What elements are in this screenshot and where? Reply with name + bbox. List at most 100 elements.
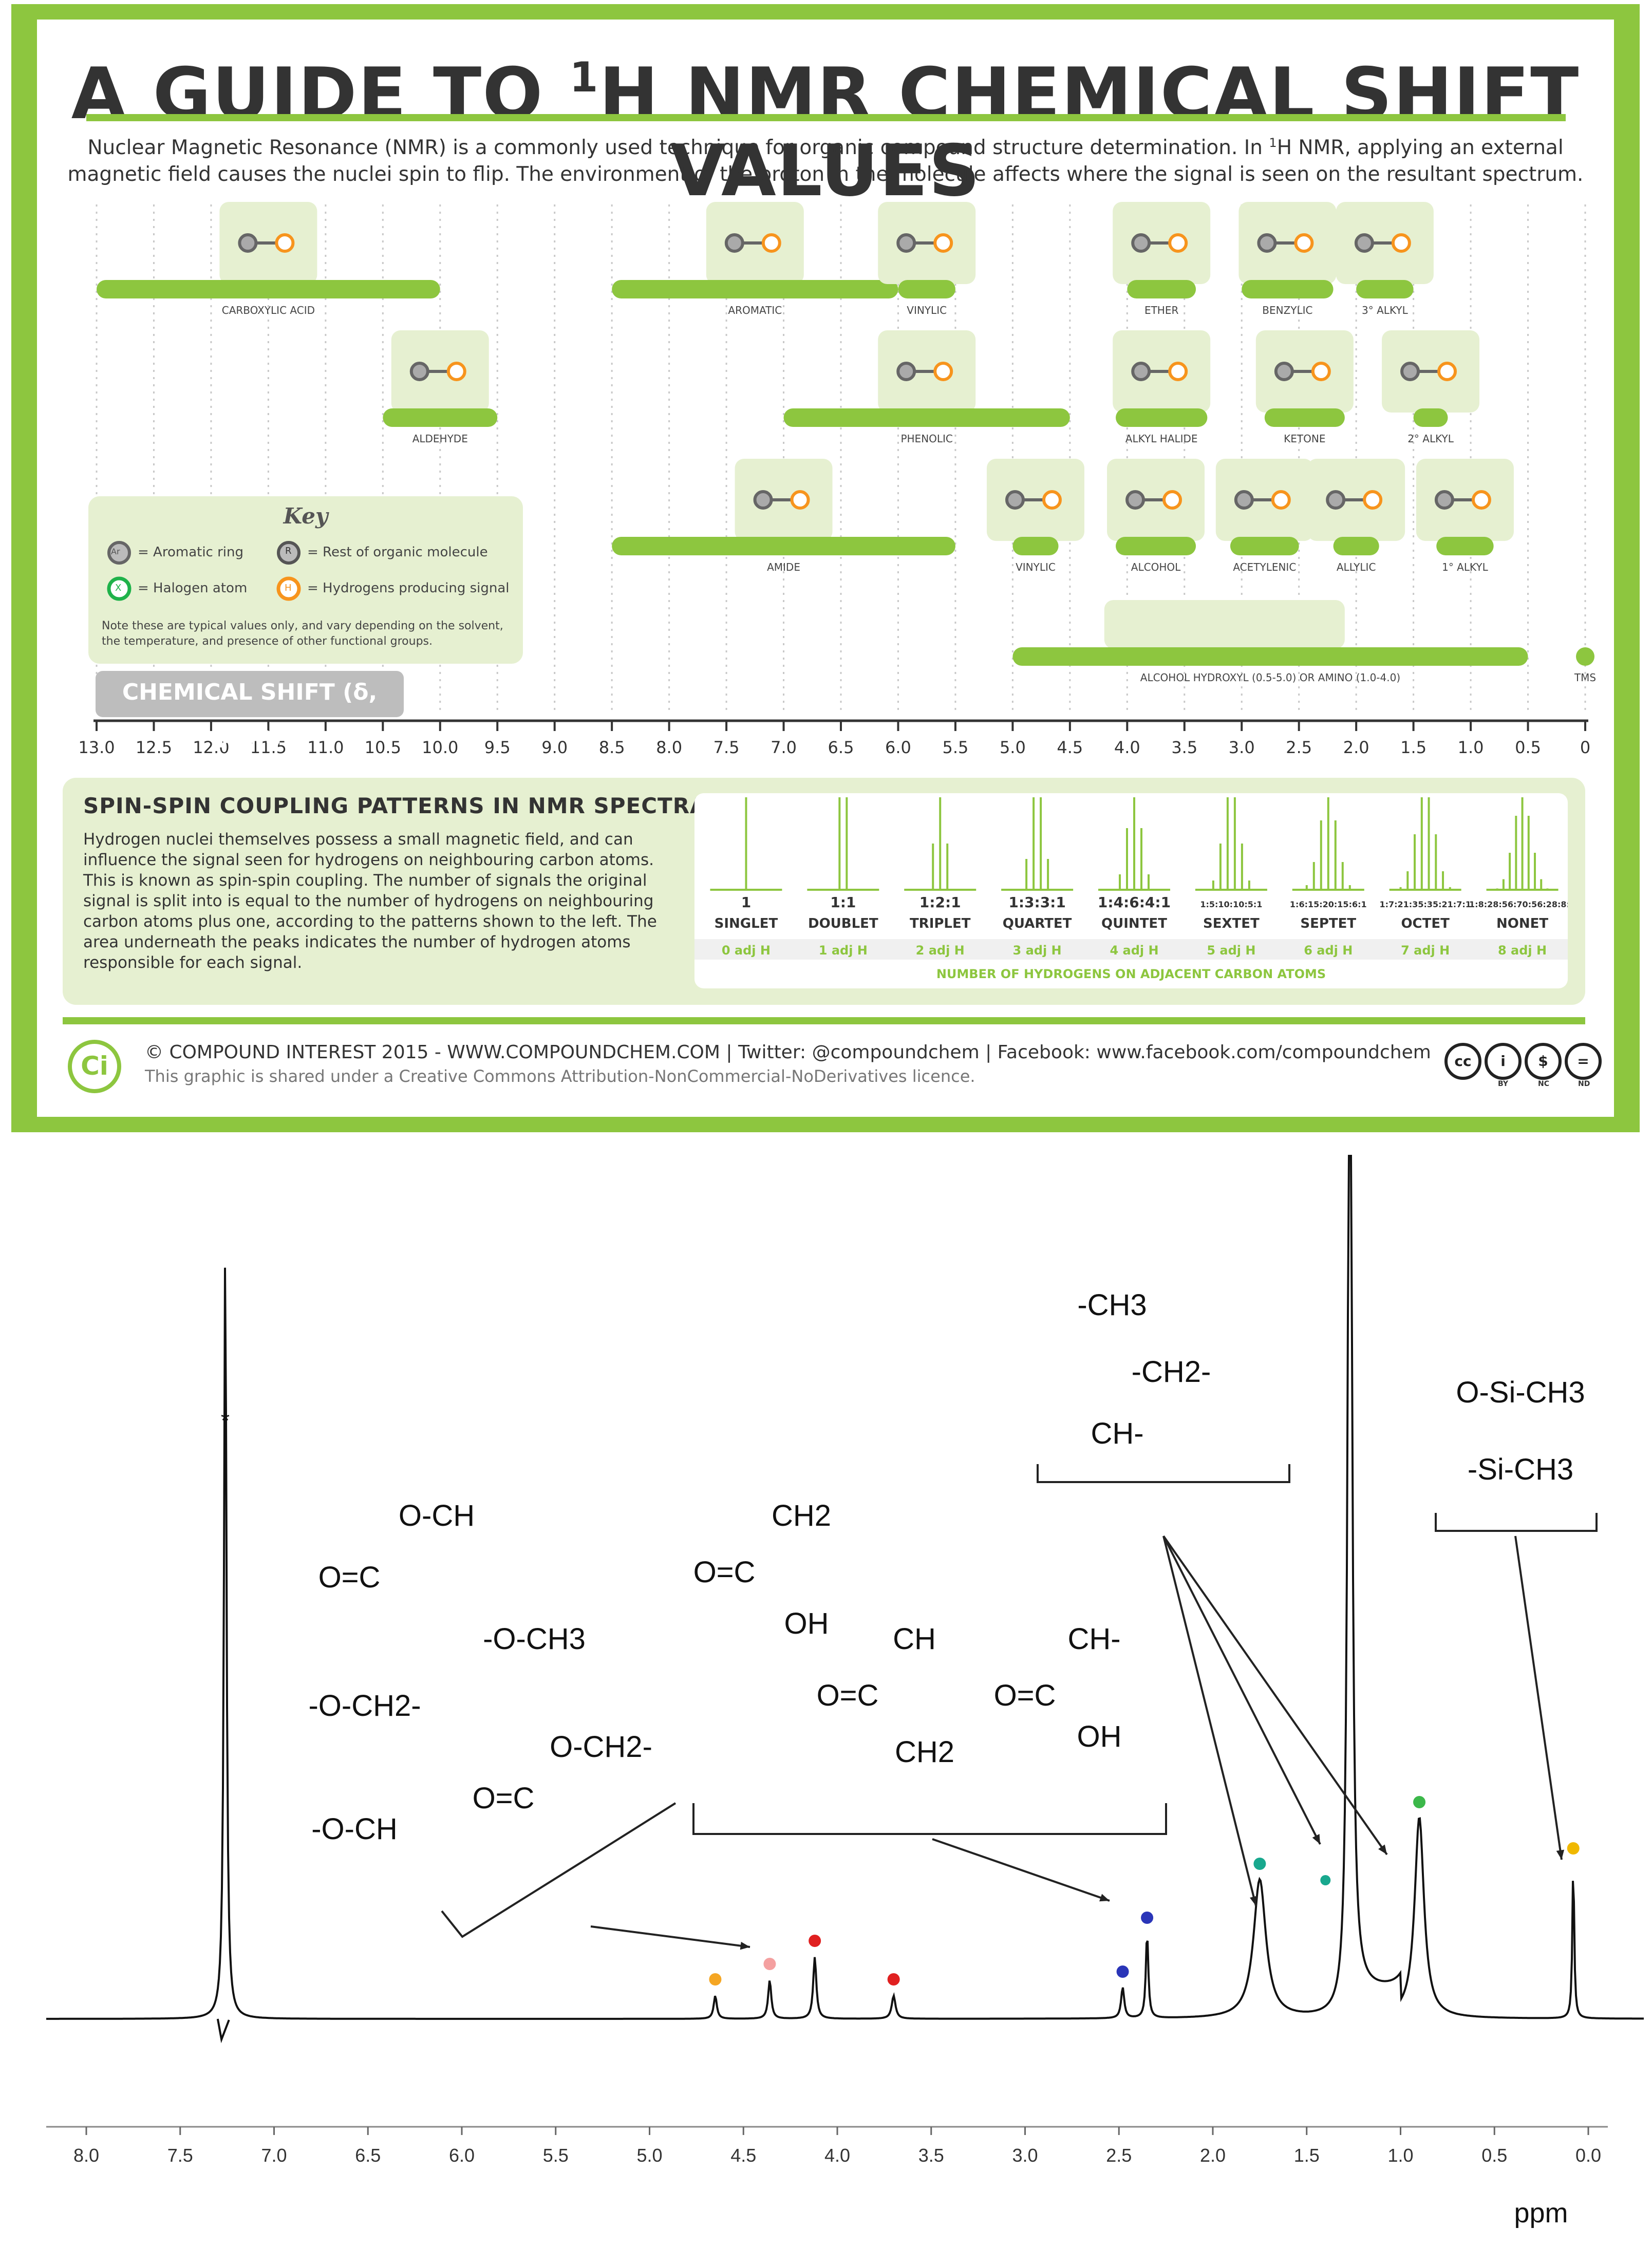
x-tick-label: 4.0	[1114, 738, 1140, 757]
annotation-bracket	[1037, 1464, 1290, 1483]
carbon-atom-icon	[1257, 233, 1277, 253]
title-underline	[86, 114, 1566, 121]
structure-annotation: OH	[1077, 1720, 1122, 1753]
hydrogen-atom-icon	[1294, 233, 1314, 253]
key-hydrogen: = Hydrogens producing signal	[307, 581, 510, 596]
range-bar	[1333, 537, 1379, 555]
structure-annotation: CH	[893, 1622, 936, 1656]
adjacent-h-label: 6 adj H	[1304, 943, 1353, 958]
hydrogen-atom-icon	[761, 233, 781, 253]
range-bar	[1264, 408, 1345, 427]
range-label: AMIDE	[767, 561, 800, 573]
arrow-head	[1378, 1844, 1387, 1855]
ratio-label: 1:3:3:1	[1008, 894, 1066, 911]
carbon-atom-icon	[1400, 362, 1420, 381]
x-tick-label: 7.5	[714, 738, 740, 757]
carbon-atom-icon	[1131, 233, 1151, 253]
range-bar	[1230, 537, 1299, 555]
range-label: BENZYLIC	[1262, 304, 1312, 316]
range-label: ALCOHOL	[1131, 561, 1181, 573]
hydrogen-atom-icon	[1168, 233, 1188, 253]
range-label: VINYLIC	[907, 304, 947, 316]
hydrogen-atom-icon	[446, 362, 466, 381]
structure-annotation: O=C	[318, 1561, 381, 1594]
annotation-arrow	[932, 1838, 1110, 1902]
carbon-atom-icon	[1005, 490, 1025, 510]
x-tick-label: 1.0	[1458, 738, 1484, 757]
rest-of-molecule-icon	[277, 541, 301, 565]
structure-annotation: O=C	[817, 1679, 879, 1712]
aromatic-ring-icon	[107, 541, 131, 565]
peak-marker-dot	[1413, 1796, 1426, 1808]
carbon-atom-icon	[1234, 490, 1254, 510]
adjacent-h-label: 4 adj H	[1110, 943, 1158, 958]
adjacent-h-label: 3 adj H	[1013, 943, 1062, 958]
arrow-head	[1249, 1896, 1258, 1906]
structure-annotation: -O-CH3	[483, 1622, 586, 1656]
arrow-head	[1312, 1834, 1320, 1844]
structure-annotation: -CH2-	[1132, 1355, 1211, 1389]
x-tick-label: 2.5	[1106, 2145, 1132, 2166]
structure-annotation: O-Si-CH3	[1456, 1376, 1585, 1409]
x-tick-label: 11.0	[307, 738, 344, 757]
carbon-atom-icon	[1326, 490, 1346, 510]
structure-annotation: CH2	[895, 1735, 954, 1769]
footer-rule	[63, 1017, 1585, 1024]
annotation-arrow	[1162, 1536, 1321, 1845]
hydrogen-atom-icon	[790, 490, 810, 510]
peak-marker-dot	[763, 1958, 776, 1970]
range-bar	[612, 537, 955, 555]
structure-annotation: CH-	[1091, 1417, 1143, 1450]
x-tick-label: 7.5	[167, 2145, 193, 2166]
key-title: Key	[283, 503, 328, 529]
x-tick-label: 0.5	[1481, 2145, 1507, 2166]
range-bar	[1127, 280, 1196, 298]
by-icon: i	[1485, 1043, 1522, 1080]
x-tick-label: 8.0	[73, 2145, 99, 2166]
x-tick-label: 5.5	[543, 2145, 569, 2166]
x-tick-label: 8.0	[656, 738, 682, 757]
x-tick-label: 3.5	[918, 2145, 944, 2166]
ratio-label: 1:5:10:10:5:1	[1200, 900, 1262, 909]
axis-title: CHEMICAL SHIFT (δ, ppm)	[96, 671, 404, 748]
x-axis-title: ppm	[1514, 2198, 1568, 2229]
multiplet-name: NONET	[1496, 916, 1548, 931]
x-tick-label: 8.5	[599, 738, 625, 757]
x-tick-label: 4.5	[730, 2145, 756, 2166]
structure-annotation: -O-CH	[311, 1812, 398, 1846]
structure-annotation: -CH3	[1077, 1288, 1147, 1322]
multiplet-name: SEXTET	[1203, 916, 1260, 931]
carbon-atom-icon	[1274, 362, 1294, 381]
halogen-symbol: X	[115, 583, 122, 593]
range-label: AROMATIC	[728, 304, 782, 316]
ratio-label: 1	[741, 894, 751, 911]
x-tick-label: 10.0	[422, 738, 458, 757]
adjacent-h-label: 5 adj H	[1207, 943, 1255, 958]
peak-marker-dot	[709, 1973, 722, 1986]
spin-text: Hydrogen nuclei themselves possess a sma…	[83, 830, 657, 972]
x-tick-label: 0.0	[1575, 2145, 1601, 2166]
range-label: TMS	[1574, 671, 1596, 684]
hydrogen-atom-icon	[1363, 490, 1383, 510]
hydrogen-atom-icon	[933, 233, 953, 253]
annotation-bracket	[441, 1802, 677, 1938]
hydrogen-atom-icon	[1162, 490, 1182, 510]
x-tick-label: 5.5	[942, 738, 968, 757]
hydrogen-symbol: H	[285, 583, 292, 593]
cc-badge-labels: BY NC ND	[1444, 1080, 1605, 1093]
key-note: Note these are typical values only, and …	[102, 620, 503, 648]
multiplet-name: TRIPLET	[910, 916, 971, 931]
multiplet-name: QUARTET	[1003, 916, 1072, 931]
x-tick-label: 6.5	[355, 2145, 381, 2166]
hydrogen-atom-icon	[1168, 362, 1188, 381]
ratio-label: 1:7:21:35:35:21:7:1	[1379, 900, 1471, 909]
range-bar	[383, 408, 498, 427]
carbon-atom-icon	[896, 362, 916, 381]
x-tick-label: 1.5	[1400, 738, 1426, 757]
range-label: ACETYLENIC	[1233, 561, 1296, 573]
structure-annotation: O-CH2-	[550, 1730, 652, 1764]
x-tick-label: 12.0	[193, 738, 229, 757]
